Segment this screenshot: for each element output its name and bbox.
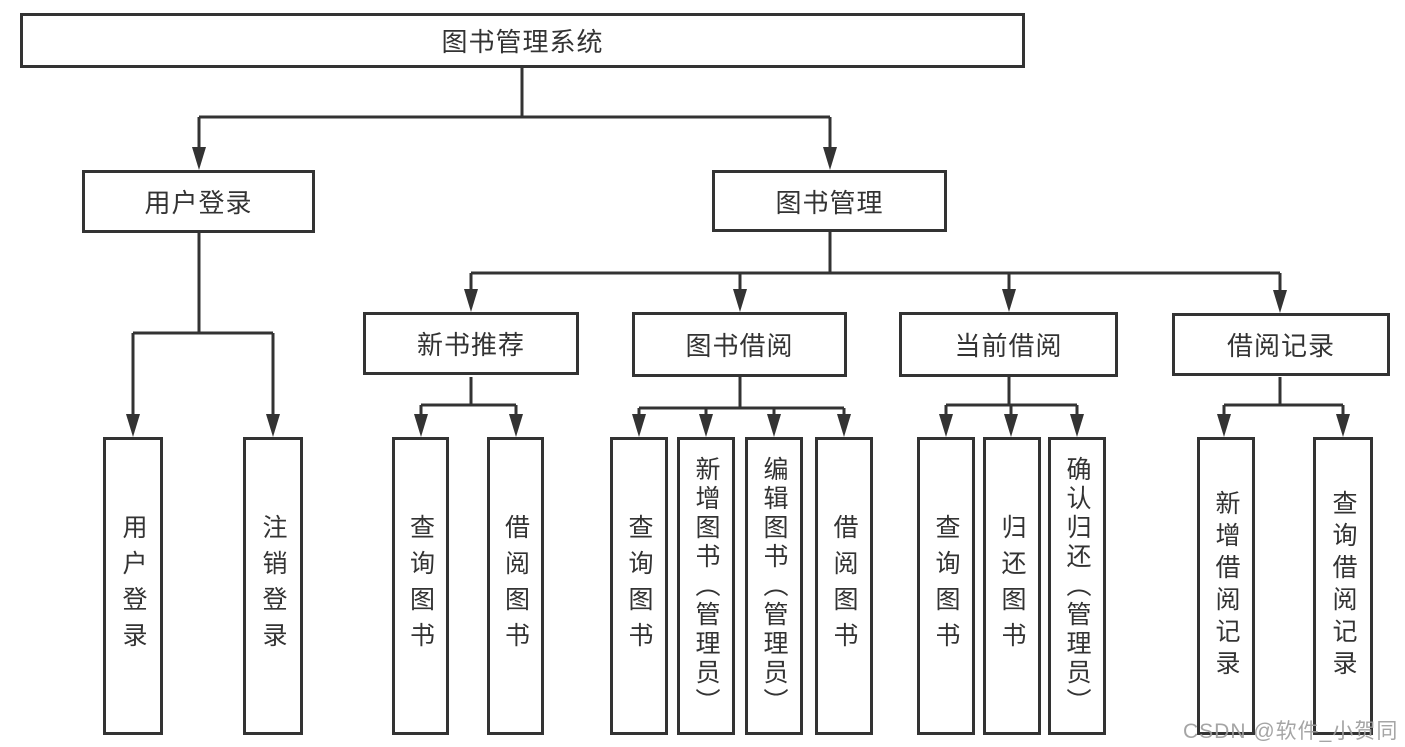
node-book-borrow: 图书借阅 bbox=[632, 312, 847, 377]
csdn-watermark: CSDN @软件_小贺同学 bbox=[1183, 720, 1399, 743]
node-current-borrow: 当前借阅 bbox=[899, 312, 1118, 377]
tree-connector-path bbox=[133, 68, 1343, 410]
node-leaf-rec-query: 查询图书 bbox=[392, 437, 449, 735]
node-leaf-bor-borrow: 借阅图书 bbox=[815, 437, 873, 735]
node-leaf-bor-edit: 编辑图书（管理员） bbox=[745, 437, 803, 735]
node-leaf-user-login: 用户登录 bbox=[103, 437, 163, 735]
arrowheads bbox=[126, 117, 1350, 437]
node-root: 图书管理系统 bbox=[20, 13, 1025, 68]
node-leaf-cur-confirm: 确认归还（管理员） bbox=[1048, 437, 1106, 735]
node-leaf-logout: 注销登录 bbox=[243, 437, 303, 735]
node-leaf-cur-query: 查询图书 bbox=[917, 437, 975, 735]
node-leaf-rc-add: 新增借阅记录 bbox=[1197, 437, 1255, 735]
node-leaf-rec-borrow: 借阅图书 bbox=[487, 437, 544, 735]
node-leaf-bor-query: 查询图书 bbox=[610, 437, 668, 735]
node-new-book-rec: 新书推荐 bbox=[363, 312, 579, 375]
node-borrow-records: 借阅记录 bbox=[1172, 313, 1390, 376]
node-leaf-bor-add: 新增图书（管理员） bbox=[677, 437, 735, 735]
node-leaf-rc-query: 查询借阅记录 bbox=[1313, 437, 1373, 735]
node-user-login: 用户登录 bbox=[82, 170, 315, 233]
node-leaf-cur-return: 归还图书 bbox=[983, 437, 1041, 735]
node-book-mgmt: 图书管理 bbox=[712, 170, 947, 232]
